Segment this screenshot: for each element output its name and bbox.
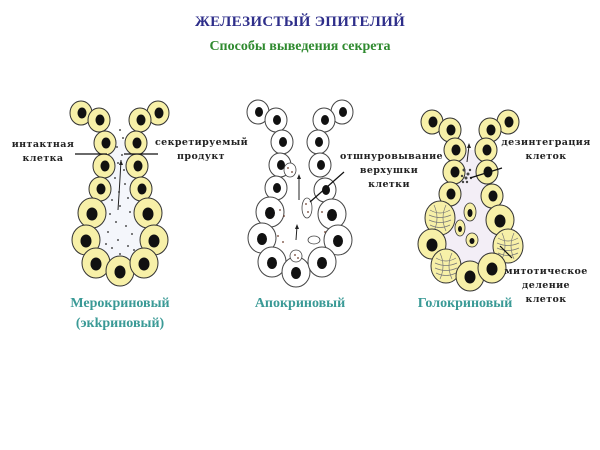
annotation-mitotic-division: митотическое деление клеток <box>500 265 592 307</box>
annotation-cell-disintegration: дезинтеграция клеток <box>500 136 592 164</box>
apocrine-gland-diagram <box>246 99 354 288</box>
holocrine-gland-diagram <box>417 109 524 292</box>
merocrine-gland-diagram <box>69 100 170 287</box>
annotation-line: деление клеток <box>522 280 570 305</box>
pointer-line <box>309 171 345 203</box>
annotation-line: секретируемый <box>155 137 249 148</box>
page-subtitle: Способы выведения секрета <box>209 39 391 54</box>
label-apocrine: Апокриновый <box>240 294 360 314</box>
annotation-line: продукт <box>177 151 225 162</box>
page-title: ЖЕЛЕЗИСТЫЙ ЭПИТЕЛИЙ <box>194 14 406 30</box>
type-label-line: Голокриновый <box>417 296 513 311</box>
type-label-line: Апокриновый <box>254 296 346 311</box>
annotation-line: верхушки клетки <box>359 165 419 190</box>
annotation-line: отшнуровывание <box>340 151 443 162</box>
label-holocrine: Голокриновый <box>405 294 525 314</box>
annotation-line: митотическое <box>504 266 588 277</box>
annotation-line: клетка <box>22 153 64 164</box>
annotation-intact-cell: интактная клетка <box>8 138 78 166</box>
annotation-apex-pinching: отшнуровывание верхушки клетки <box>340 150 443 192</box>
pointer-line <box>499 245 513 259</box>
annotation-line: клеток <box>525 151 567 162</box>
type-label-line: Мерокриновый <box>70 296 170 311</box>
annotation-line: интактная <box>11 139 75 150</box>
pointer-line <box>469 167 503 179</box>
annotation-secreted-product: секретируемый продукт <box>155 136 249 164</box>
annotation-line: дезинтеграция <box>501 137 591 148</box>
label-merocrine: Мерокриновый (экkриновый) <box>50 294 190 334</box>
type-label-line: (экkриновый) <box>75 316 165 331</box>
